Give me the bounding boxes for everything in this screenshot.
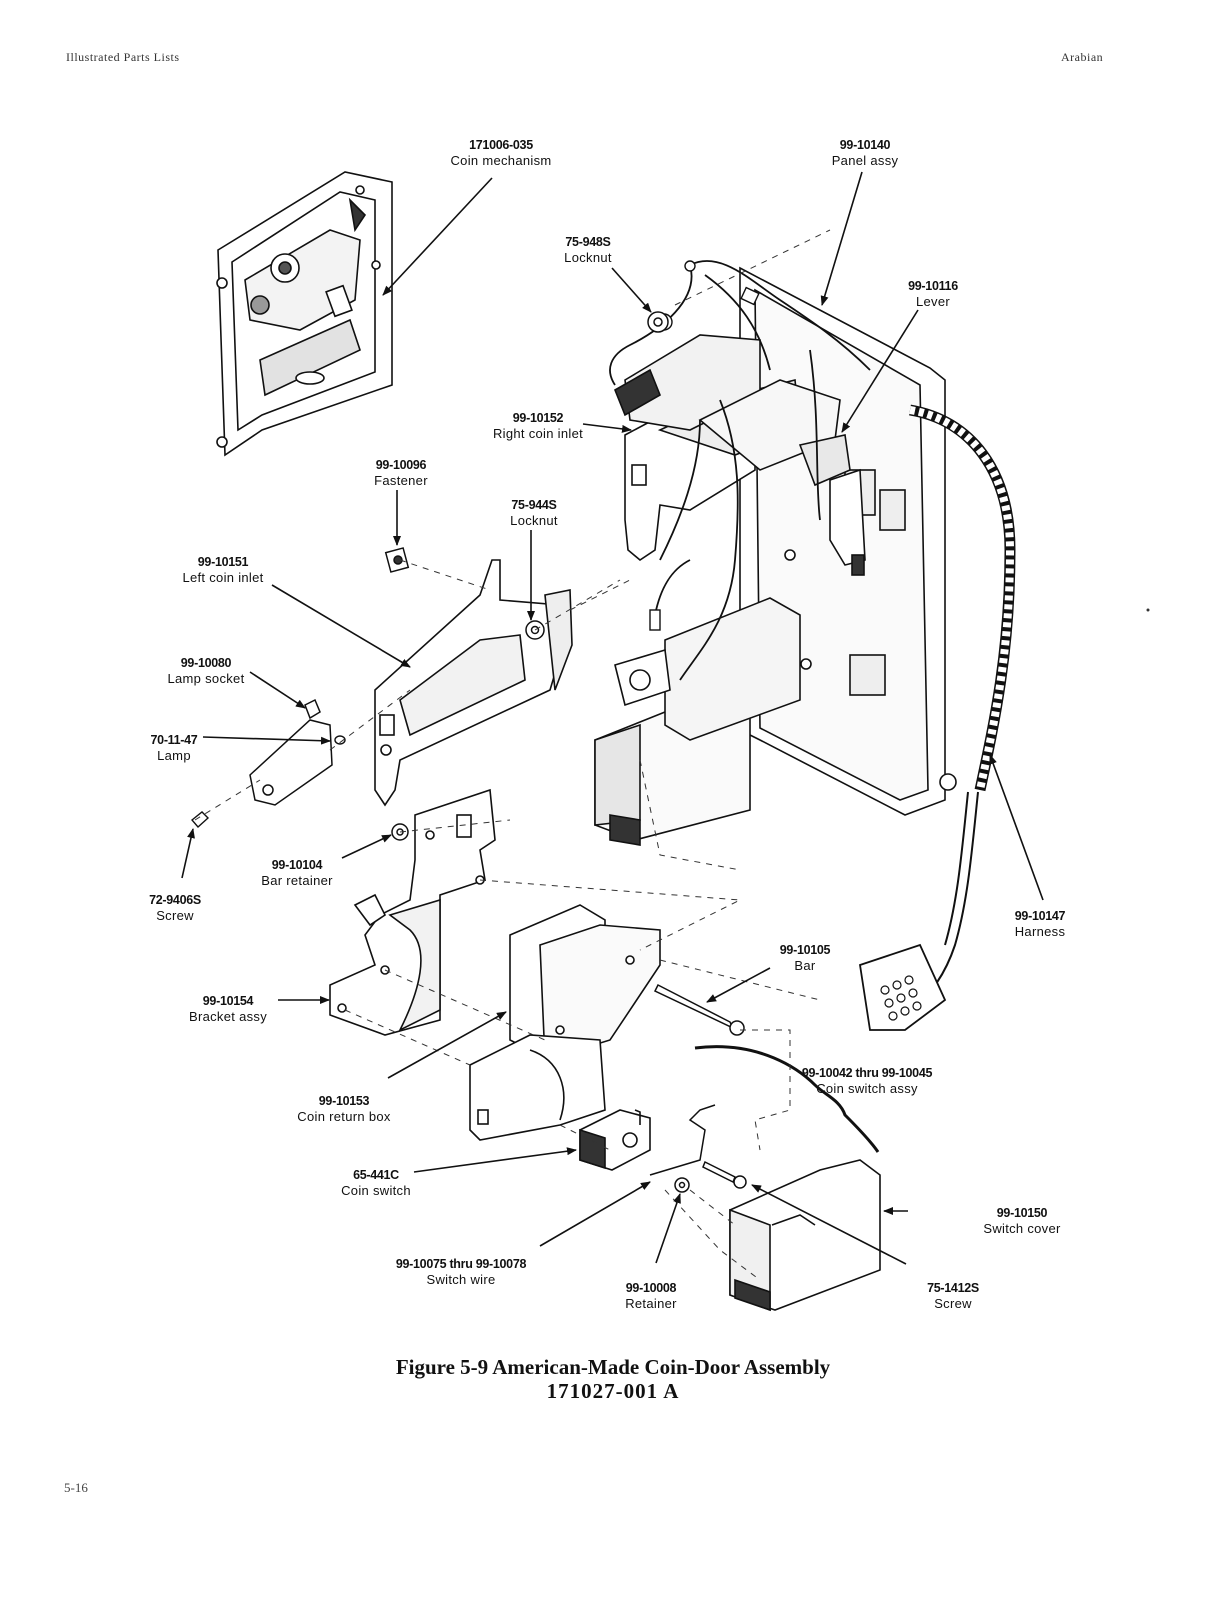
page-number: 5-16 [64, 1480, 88, 1495]
part-number: 65-441C [353, 1168, 399, 1182]
figure-caption: Figure 5-9 American-Made Coin-Door Assem… [0, 1355, 1226, 1403]
label-coin-mechanism: 171006-035 Coin mechanism [438, 137, 564, 169]
part-number: 99-10150 [996, 1206, 1048, 1220]
part-name: Panel assy [831, 153, 899, 168]
bar-part [653, 983, 745, 1036]
part-name: Bar [794, 958, 816, 973]
coin-mechanism-part [216, 171, 393, 457]
coin-switch-part [579, 1109, 651, 1171]
screw-1412-part [702, 1160, 747, 1189]
label-locknut-948: 75-948S Locknut [548, 234, 628, 266]
part-number: 99-10096 [375, 458, 427, 472]
part-number: 75-944S [511, 498, 557, 512]
running-header-left: Illustrated Parts Lists [66, 50, 180, 64]
label-switch-wire: 99-10075 thru 99-10078 Switch wire [376, 1256, 546, 1288]
label-coin-switch: 65-441C Coin switch [334, 1167, 418, 1199]
lever-part [798, 434, 866, 576]
label-retainer: 99-10008 Retainer [614, 1280, 688, 1312]
label-bar-retainer: 99-10104 Bar retainer [252, 857, 342, 889]
part-name: Lamp socket [167, 671, 245, 686]
label-lever: 99-10116 Lever [893, 278, 973, 310]
part-number: 99-10042 thru 99-10045 [801, 1066, 933, 1080]
part-number: 99-10147 [1014, 909, 1066, 923]
label-bar: 99-10105 Bar [770, 942, 840, 974]
part-number: 99-10140 [839, 138, 891, 152]
part-name: Screw [156, 908, 194, 923]
part-name: Fastener [374, 473, 428, 488]
part-name: Switch cover [983, 1221, 1061, 1236]
label-harness: 99-10147 Harness [1004, 908, 1076, 940]
part-number: 99-10154 [202, 994, 254, 1008]
label-screw-9406: 72-9406S Screw [140, 892, 210, 924]
part-name: Lamp [157, 748, 191, 763]
lamp-socket-part [249, 698, 333, 806]
part-name: Harness [1014, 924, 1066, 939]
label-right-coin-inlet: 99-10152 Right coin inlet [478, 410, 598, 442]
part-name: Locknut [510, 513, 558, 528]
part-number: 99-10151 [197, 555, 249, 569]
part-number: 99-10104 [271, 858, 323, 872]
part-number: 99-10075 thru 99-10078 [395, 1257, 527, 1271]
label-bracket-assy: 99-10154 Bracket assy [180, 993, 276, 1025]
part-name: Bar retainer [261, 873, 333, 888]
coin-switch-assy-brace [694, 1045, 880, 1153]
part-name: Screw [934, 1296, 972, 1311]
part-name: Locknut [564, 250, 612, 265]
part-number: 171006-035 [469, 138, 533, 152]
part-number: 99-10105 [779, 943, 831, 957]
lamp-part [334, 735, 346, 745]
part-number: 75-948S [565, 235, 611, 249]
part-name: Coin switch assy [816, 1081, 918, 1096]
label-lamp: 70-11-47 Lamp [142, 732, 206, 764]
part-name: Retainer [625, 1296, 677, 1311]
part-name: Right coin inlet [492, 426, 584, 441]
speck [1146, 608, 1150, 612]
label-coin-switch-assy: 99-10042 thru 99-10045 Coin switch assy [782, 1065, 952, 1097]
label-panel-assy: 99-10140 Panel assy [820, 137, 910, 169]
label-locknut-944: 75-944S Locknut [502, 497, 566, 529]
part-name: Bracket assy [188, 1009, 267, 1024]
harness-part [858, 404, 1016, 1031]
part-name: Coin mechanism [450, 153, 552, 168]
part-number: 99-10152 [512, 411, 564, 425]
label-lamp-socket: 99-10080 Lamp socket [156, 655, 256, 687]
retainer-part [674, 1177, 690, 1193]
part-number: 75-1412S [927, 1281, 979, 1295]
part-number: 70-11-47 [150, 733, 198, 747]
screw-9406-part [190, 811, 210, 829]
part-name: Switch wire [426, 1272, 496, 1287]
locknut-948-part [647, 311, 669, 333]
switch-cover-part [729, 1159, 881, 1312]
part-number: 99-10080 [180, 656, 232, 670]
label-switch-cover: 99-10150 Switch cover [970, 1205, 1074, 1237]
fastener-part [384, 547, 410, 573]
bracket-assy-part [329, 788, 496, 1036]
label-screw-1412: 75-1412S Screw [916, 1280, 990, 1312]
part-number: 99-10153 [318, 1094, 370, 1108]
label-fastener: 99-10096 Fastener [366, 457, 436, 489]
part-name: Coin switch [341, 1183, 411, 1198]
label-coin-return-box: 99-10153 Coin return box [289, 1093, 399, 1125]
label-left-coin-inlet: 99-10151 Left coin inlet [168, 554, 278, 586]
part-name: Coin return box [297, 1109, 391, 1124]
figure-number: 171027-001 A [546, 1379, 680, 1403]
part-name: Lever [915, 294, 951, 309]
part-number: 99-10008 [625, 1281, 677, 1295]
figure-title: Figure 5-9 American-Made Coin-Door Assem… [395, 1355, 831, 1379]
part-number: 72-9406S [149, 893, 201, 907]
part-number: 99-10116 [908, 279, 958, 293]
left-coin-inlet-part [374, 559, 573, 807]
running-header-right: Arabian [1061, 50, 1104, 64]
switch-wire-part [649, 1104, 716, 1176]
coin-return-box-part [469, 904, 661, 1141]
part-name: Left coin inlet [182, 570, 264, 585]
